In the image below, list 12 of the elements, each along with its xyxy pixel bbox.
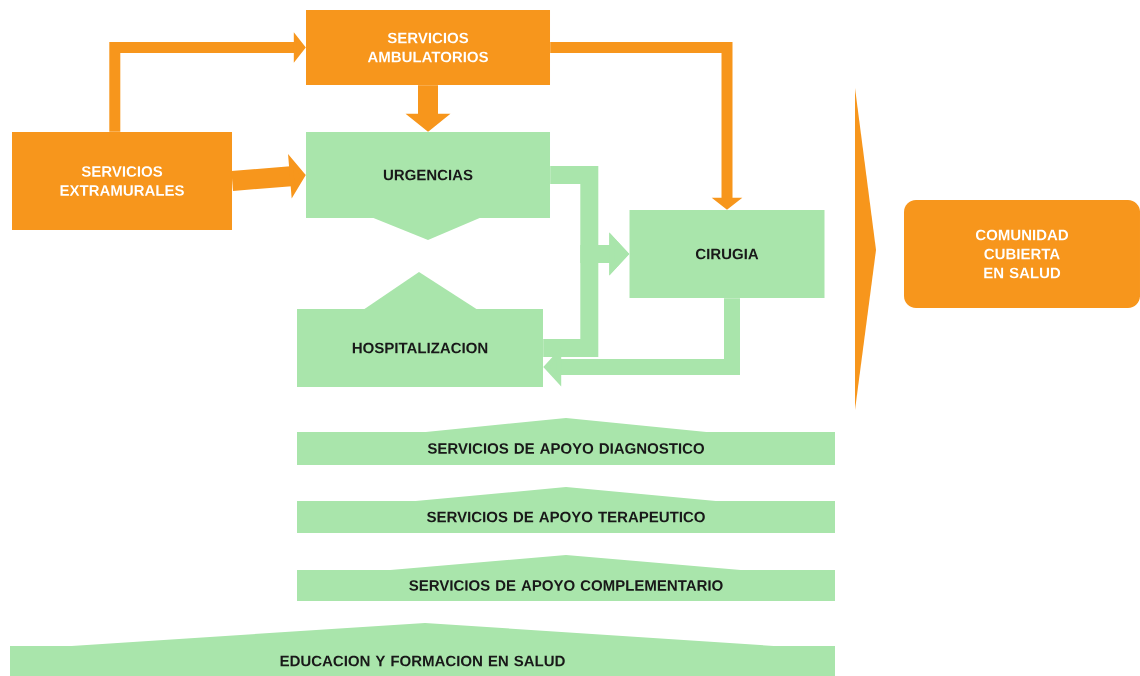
arrow bbox=[550, 42, 743, 210]
process-box: CIRUGIA bbox=[629, 210, 825, 298]
chevron-box: URGENCIAS bbox=[306, 132, 550, 240]
pentagon-box: HOSPITALIZACION bbox=[297, 272, 543, 387]
roof-band: SERVICIOS DE APOYO DIAGNOSTICO bbox=[297, 418, 835, 465]
arrow bbox=[109, 32, 306, 132]
roof-band: SERVICIOS DE APOYO COMPLEMENTARIO bbox=[297, 555, 835, 601]
rounded-box: COMUNIDAD CUBIERTA EN SALUD bbox=[904, 200, 1140, 308]
roof-band: EDUCACION Y FORMACION EN SALUD bbox=[10, 623, 835, 676]
process-box: SERVICIOS AMBULATORIOS bbox=[306, 10, 550, 85]
roof-band: SERVICIOS DE APOYO TERAPEUTICO bbox=[297, 487, 835, 533]
process-box: SERVICIOS EXTRAMURALES bbox=[12, 132, 232, 230]
